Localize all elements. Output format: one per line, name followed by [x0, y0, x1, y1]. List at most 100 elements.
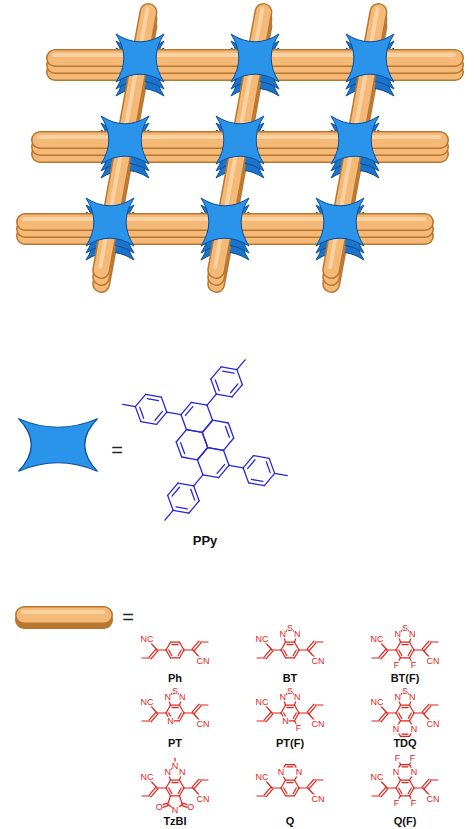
bond-line [396, 642, 401, 650]
bond-line [180, 642, 185, 650]
bond-line [284, 650, 287, 655]
bond-line [408, 713, 411, 718]
bond-line [264, 787, 271, 795]
atom-label: N [179, 767, 186, 776]
bond-line [178, 650, 181, 655]
bond-line [422, 704, 429, 712]
atom-label: CN [427, 657, 440, 666]
atom-label: NC [371, 773, 384, 782]
bond-line [307, 704, 314, 712]
node-cross [101, 116, 149, 164]
bond-line [215, 380, 219, 391]
bond-line [194, 706, 201, 714]
bond-line [430, 641, 438, 642]
atom-label: NC [256, 698, 269, 707]
atom-label: CN [197, 657, 210, 666]
bond-line [232, 385, 242, 397]
bond-line [399, 788, 402, 793]
bond-line [202, 432, 207, 447]
bond-line [401, 764, 410, 765]
bond-line [264, 712, 271, 720]
bond-line [231, 384, 238, 393]
compound-name: Q(F) [394, 816, 417, 827]
atom-label: O [187, 803, 194, 812]
bond-line [168, 796, 171, 805]
bond-line [166, 642, 171, 650]
bond-line [315, 641, 323, 642]
bond-line [151, 651, 158, 659]
bond-line [257, 720, 265, 721]
bond-line [146, 394, 162, 397]
bond-line [221, 367, 237, 370]
bond-line [187, 430, 203, 433]
bond-line [223, 450, 228, 465]
bond-line [202, 432, 207, 447]
node-cross [316, 198, 364, 246]
atom-label: N [394, 629, 401, 638]
atom-label: CN [427, 720, 440, 729]
bond-line [286, 705, 295, 706]
bond-line [410, 705, 415, 713]
bond-line [141, 422, 157, 425]
bond-line [379, 787, 386, 795]
framework-layer [24, 16, 455, 277]
bond-line [295, 780, 300, 788]
bond-line [189, 501, 199, 513]
atom-label: CN [312, 720, 325, 729]
atom-label: N [294, 692, 301, 701]
bond-line [408, 788, 411, 793]
atom-label: N [296, 768, 303, 777]
bond-line [266, 714, 273, 722]
bond-line [410, 642, 415, 650]
bond-line [194, 475, 203, 486]
atom-label: NC [256, 635, 269, 644]
bond-line [399, 650, 402, 655]
atom-label: N [278, 768, 285, 777]
bond-line [216, 394, 232, 397]
bond-line [194, 781, 201, 789]
bond-line [194, 643, 201, 651]
bond-line [430, 704, 438, 705]
bond-line [372, 795, 380, 796]
atom-label: S [287, 687, 293, 696]
bond-line [401, 657, 410, 658]
bond-line [217, 465, 224, 474]
bond-line [142, 720, 150, 721]
bond-line [372, 720, 380, 721]
atom-label: N [279, 629, 286, 638]
bond-line [171, 795, 180, 796]
bond-line [171, 657, 180, 658]
atom-label: N [167, 716, 174, 725]
atom-label: NC [256, 773, 269, 782]
framework-layer [24, 9, 455, 270]
bond-line [253, 456, 269, 459]
bond-line [249, 483, 265, 486]
bond-line [147, 399, 158, 401]
bond-line [208, 448, 224, 451]
bond-line [171, 705, 180, 706]
bond-line [266, 789, 273, 797]
bond-line [192, 779, 199, 787]
node-cross [201, 198, 249, 246]
bond-line [207, 394, 216, 405]
bond-line [401, 642, 410, 643]
atom-label: N [393, 768, 400, 777]
bond-line [379, 649, 386, 657]
compound-name: PPy [193, 534, 218, 547]
bond-line [295, 705, 300, 713]
bond-line [287, 644, 293, 645]
bond-line [191, 489, 195, 500]
framework-grid [24, 9, 455, 284]
atom-label: F [296, 723, 302, 732]
bond-line [166, 780, 171, 788]
bond-line [208, 448, 224, 451]
bond-line [180, 705, 185, 713]
bond-line [200, 779, 208, 780]
node-cross [231, 34, 279, 82]
bond-line [140, 407, 144, 418]
atom-label: N [282, 716, 289, 725]
bond-line [372, 657, 380, 658]
bond-line [281, 780, 286, 788]
bond-line [172, 707, 178, 708]
